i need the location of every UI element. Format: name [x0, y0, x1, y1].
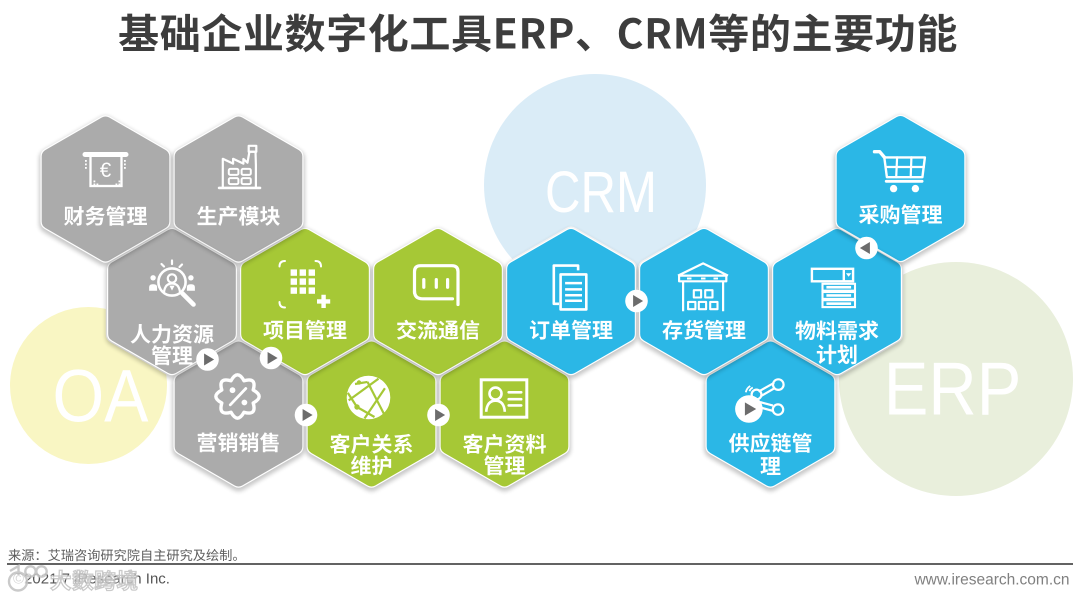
svg-text:ERP: ERP: [884, 346, 1022, 430]
svg-text:OA: OA: [53, 355, 150, 438]
svg-text:CRM: CRM: [545, 160, 657, 225]
svg-text:www.iresearch.com.cn: www.iresearch.com.cn: [913, 572, 1069, 589]
